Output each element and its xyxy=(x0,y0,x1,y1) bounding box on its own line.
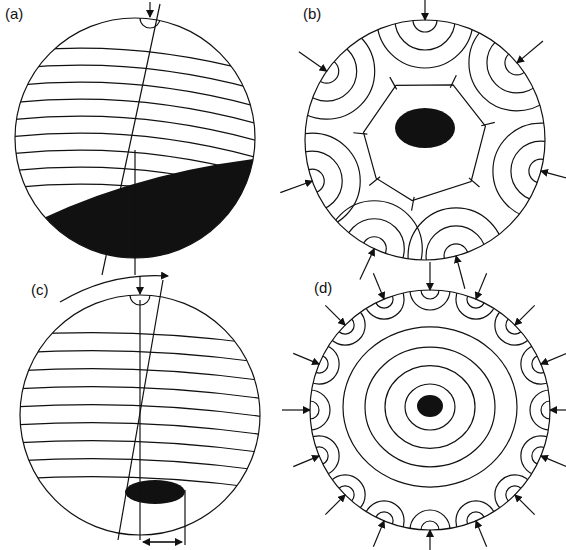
load-arrow xyxy=(429,530,430,550)
load-arrow xyxy=(293,353,319,364)
load-arrow xyxy=(541,171,566,180)
axis-line xyxy=(118,280,163,540)
load-arrow xyxy=(360,249,374,280)
fringe-ring xyxy=(405,384,455,430)
fringe-line xyxy=(390,77,397,89)
fringe-line xyxy=(10,99,262,125)
load-arrow xyxy=(476,521,487,547)
axis-line xyxy=(134,150,135,275)
fringe-line xyxy=(353,133,367,134)
offset-dimension xyxy=(143,541,175,542)
fringe-arc xyxy=(493,123,566,219)
panel-d-fringes xyxy=(290,270,566,550)
black-region xyxy=(417,395,443,417)
fringe-arc xyxy=(511,141,566,201)
load-arrow xyxy=(515,495,535,515)
fringe-line xyxy=(10,48,262,74)
axis-line xyxy=(184,490,185,545)
load-arrow xyxy=(325,495,345,515)
load-arrow xyxy=(541,456,566,467)
fringe-ring xyxy=(365,347,495,467)
load-arrow xyxy=(541,353,566,364)
load-arrow xyxy=(456,256,465,289)
rotation-arrow xyxy=(60,276,168,302)
disc-outline xyxy=(305,20,545,260)
load-arrow xyxy=(373,521,384,547)
fringe-line xyxy=(10,116,262,142)
fringe-line xyxy=(412,197,415,211)
panel-label: (d) xyxy=(313,280,333,297)
fringe-arc xyxy=(377,0,473,68)
fringe-ring xyxy=(343,327,517,487)
load-arrow xyxy=(149,2,150,17)
fringe-line xyxy=(10,133,262,159)
load-arrow xyxy=(139,276,140,294)
load-arrow xyxy=(429,262,430,290)
load-arrow xyxy=(282,409,310,410)
load-arrow xyxy=(293,456,319,467)
disc-outline xyxy=(310,290,550,530)
black-region xyxy=(10,158,262,270)
panel-b-fringes xyxy=(264,0,566,304)
fringe-polygon xyxy=(364,85,486,201)
black-region xyxy=(125,480,185,504)
fringe-line xyxy=(10,65,262,91)
load-arrow xyxy=(280,181,312,193)
load-arrow xyxy=(325,305,345,325)
panel-a-fringes xyxy=(10,8,262,270)
load-arrow xyxy=(550,409,566,410)
load-arrow xyxy=(373,273,384,299)
fringe-line xyxy=(369,177,380,186)
fringe-line xyxy=(469,178,480,187)
axis-line xyxy=(139,300,140,540)
panel-label: (c) xyxy=(30,282,50,299)
axis-line xyxy=(102,4,160,275)
fringe-ring xyxy=(385,366,475,449)
panel-label: (b) xyxy=(302,6,322,23)
load-arrow xyxy=(424,0,425,20)
panel-label: (a) xyxy=(4,6,24,23)
load-arrow xyxy=(476,273,487,299)
load-arrow xyxy=(299,52,327,72)
fringe-line xyxy=(10,82,262,108)
load-arrow xyxy=(517,41,543,63)
black-region xyxy=(395,108,455,148)
load-arrow xyxy=(515,305,535,325)
